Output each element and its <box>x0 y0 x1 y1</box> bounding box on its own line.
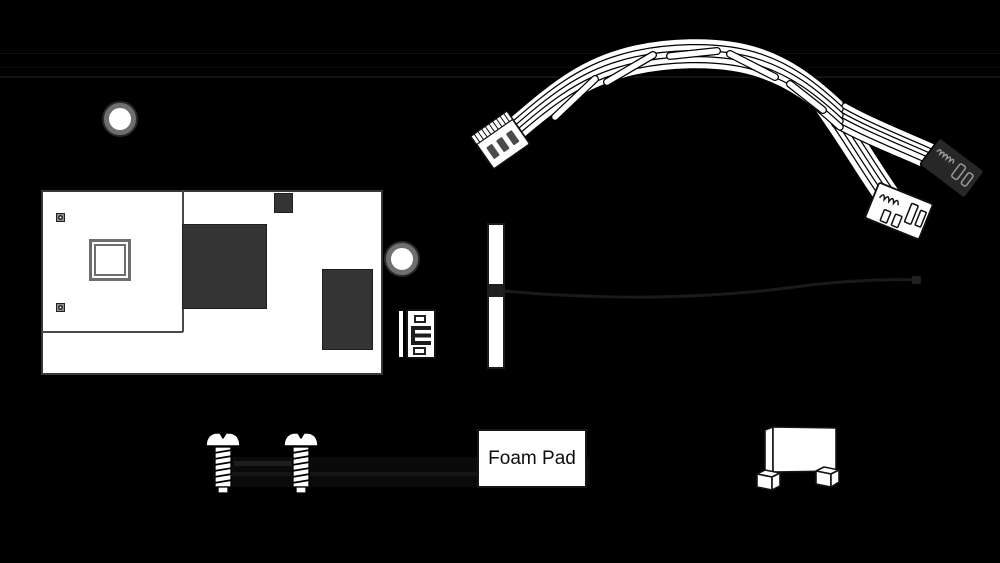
screw-hole-icon <box>56 213 65 222</box>
leader-line <box>234 461 292 466</box>
mounting-bracket <box>756 426 840 491</box>
grommet-ring-icon <box>386 243 418 275</box>
connector-slot <box>413 347 426 355</box>
chip-small <box>274 193 293 213</box>
wire-harness <box>470 37 985 240</box>
chip-right <box>322 269 373 350</box>
grommet-ring-icon <box>104 103 136 135</box>
harness-plug-black <box>919 138 985 198</box>
socket-square <box>89 239 131 281</box>
antenna-ipex-connector <box>489 284 503 297</box>
leader-line <box>232 472 478 476</box>
bracket-side-face <box>764 426 774 476</box>
coax-cable <box>503 276 921 299</box>
screw-icon <box>283 432 319 494</box>
mounting-screws <box>205 432 319 494</box>
screw-hole-icon <box>56 303 65 312</box>
connector-pins <box>411 326 431 345</box>
edge-connector <box>406 309 436 359</box>
connector-slot <box>414 315 426 323</box>
harness-plug-white <box>864 182 934 240</box>
foam-pad-text: Foam Pad <box>488 447 576 469</box>
foam-pad-label: Foam Pad <box>477 429 587 488</box>
edge-connector-strip <box>399 311 403 357</box>
leader-line <box>0 67 1000 68</box>
screw-icon <box>205 432 241 494</box>
harness-plug-left <box>470 110 530 170</box>
bracket-front-face <box>772 426 837 473</box>
socket-square-inner <box>94 244 126 276</box>
leader-line <box>0 53 1000 54</box>
harness-twist-strands <box>551 47 827 121</box>
board-panel-divider <box>42 331 183 333</box>
chip-large <box>182 224 267 309</box>
leader-line <box>0 76 1000 78</box>
circuit-board <box>41 190 383 375</box>
